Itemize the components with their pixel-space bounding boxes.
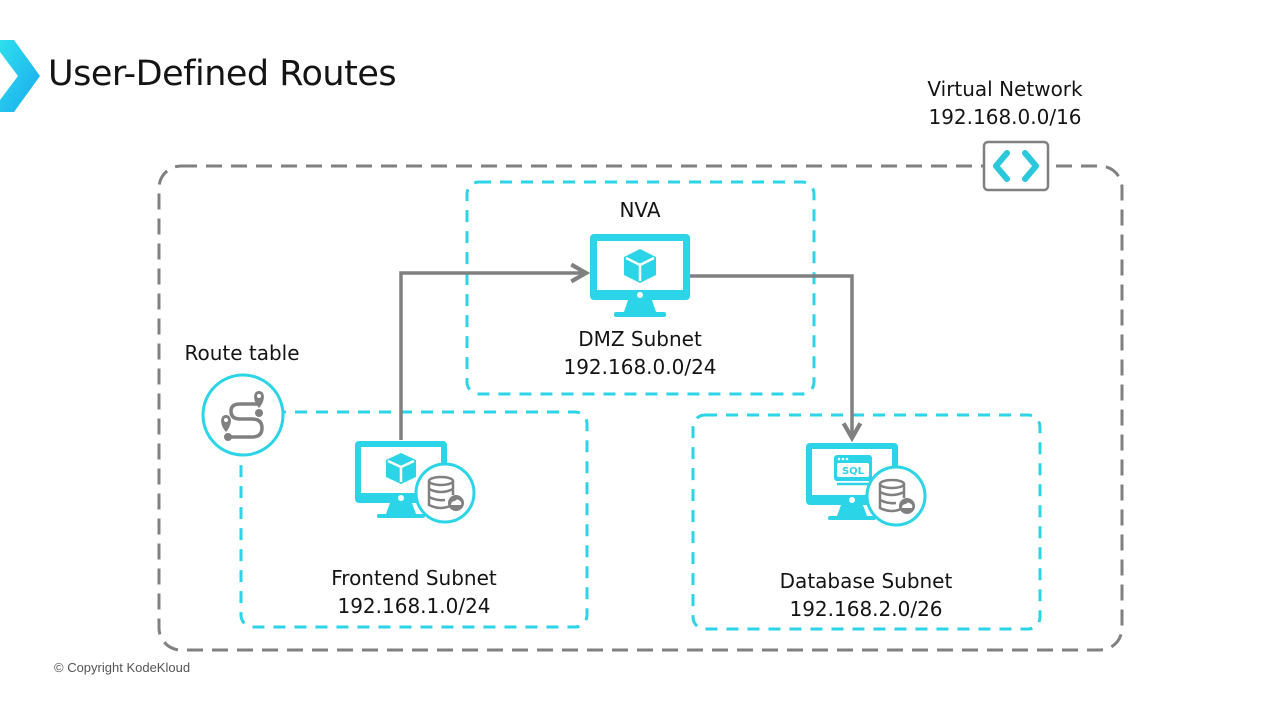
vm-database-icon <box>355 441 476 524</box>
vm-monitor-icon <box>590 234 690 317</box>
vnet-cidr: 192.168.0.0/16 <box>928 105 1082 129</box>
vnet-brackets-icon <box>982 140 1050 192</box>
flow-arrow-frontend-to-nva <box>399 262 591 440</box>
database-subnet-boundary <box>691 413 1042 631</box>
database-subnet-name: Database Subnet <box>779 569 953 593</box>
vnet-label: Virtual Network 192.168.0.0/16 <box>905 75 1105 131</box>
vnet-name: Virtual Network <box>927 77 1083 101</box>
frontend-subnet-name: Frontend Subnet <box>331 566 497 590</box>
route-table-label: Route table <box>184 341 300 365</box>
vnet-boundary <box>157 164 1124 652</box>
logo-chevron-icon <box>0 40 40 112</box>
database-subnet-label: Database Subnet 192.168.2.0/26 <box>766 567 966 623</box>
copyright-notice: © Copyright KodeKloud <box>54 660 191 675</box>
sql-vm-database-icon: SQL <box>806 443 927 527</box>
dmz-subnet-cidr: 192.168.0.0/24 <box>563 355 717 379</box>
svg-text:SQL: SQL <box>842 466 865 477</box>
frontend-subnet-label: Frontend Subnet 192.168.1.0/24 <box>314 564 514 620</box>
dmz-subnet-name: DMZ Subnet <box>578 327 702 351</box>
dmz-subnet-label: DMZ Subnet 192.168.0.0/24 <box>540 325 740 381</box>
flow-arrow-nva-to-database <box>690 274 863 443</box>
page-title: User-Defined Routes <box>48 54 397 94</box>
route-path-icon <box>201 373 285 457</box>
nva-label: NVA <box>619 198 661 222</box>
database-subnet-cidr: 192.168.2.0/26 <box>789 597 943 621</box>
frontend-subnet-cidr: 192.168.1.0/24 <box>337 594 491 618</box>
